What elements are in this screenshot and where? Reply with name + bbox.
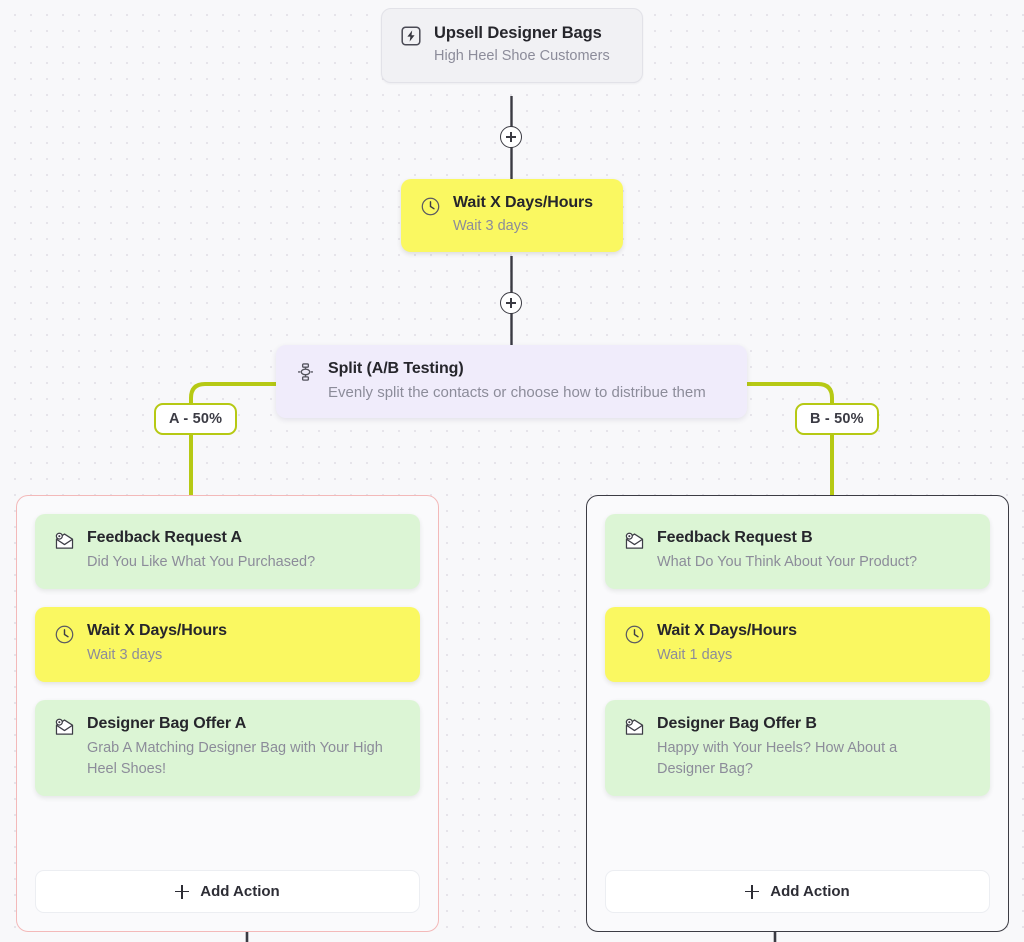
split-subtitle: Evenly split the contacts or choose how … [328, 384, 706, 401]
step-title: Designer Bag Offer B [657, 715, 817, 732]
clock-icon [419, 195, 441, 217]
step-title: Wait X Days/Hours [657, 622, 797, 639]
step-subtitle: What Do You Think About Your Product? [657, 554, 918, 570]
trigger-title: Upsell Designer Bags [434, 24, 602, 42]
lightning-bolt-icon [400, 25, 422, 47]
email-open-icon [53, 716, 75, 738]
add-action-label: Add Action [770, 883, 850, 900]
step-title: Wait X Days/Hours [87, 622, 227, 639]
step-card-email[interactable]: Designer Bag Offer B Happy with Your Hee… [605, 700, 990, 796]
email-open-icon [53, 530, 75, 552]
step-subtitle: Grab A Matching Designer Bag with Your H… [87, 740, 383, 777]
add-step-plus-button-2[interactable] [500, 292, 522, 314]
add-action-button-branch-a[interactable]: Add Action [35, 870, 420, 913]
add-action-label: Add Action [200, 883, 280, 900]
step-card-wait[interactable]: Wait X Days/Hours Wait 3 days [35, 607, 420, 682]
step-card-email[interactable]: Feedback Request B What Do You Think Abo… [605, 514, 990, 589]
email-open-icon [623, 716, 645, 738]
plus-icon [745, 884, 760, 899]
split-ab-icon [294, 361, 316, 383]
plus-icon [175, 884, 190, 899]
split-title: Split (A/B Testing) [328, 360, 464, 377]
wait-top-title: Wait X Days/Hours [453, 194, 593, 211]
email-open-icon [623, 530, 645, 552]
trigger-node[interactable]: Upsell Designer Bags High Heel Shoe Cust… [381, 8, 643, 83]
branch-b-container[interactable]: Feedback Request B What Do You Think Abo… [586, 495, 1009, 932]
step-subtitle: Happy with Your Heels? How About a Desig… [657, 740, 898, 777]
step-title: Feedback Request B [657, 529, 813, 546]
wire-split-to-branch-b [745, 382, 834, 497]
branch-a-percentage-pill[interactable]: A - 50% [154, 403, 238, 435]
split-ab-node[interactable]: Split (A/B Testing) Evenly split the con… [276, 345, 747, 418]
add-action-button-branch-b[interactable]: Add Action [605, 870, 990, 913]
step-subtitle: Wait 3 days [87, 647, 163, 663]
wait-top-subtitle: Wait 3 days [453, 218, 529, 234]
wire-split-to-branch-a [189, 382, 278, 497]
step-subtitle: Wait 1 days [657, 647, 733, 663]
clock-icon [53, 623, 75, 645]
clock-icon [623, 623, 645, 645]
step-title: Designer Bag Offer A [87, 715, 247, 732]
trigger-subtitle: High Heel Shoe Customers [434, 48, 610, 64]
branch-a-container[interactable]: Feedback Request A Did You Like What You… [16, 495, 439, 932]
step-card-wait[interactable]: Wait X Days/Hours Wait 1 days [605, 607, 990, 682]
wait-node-top[interactable]: Wait X Days/Hours Wait 3 days [401, 179, 623, 252]
step-card-email[interactable]: Designer Bag Offer A Grab A Matching Des… [35, 700, 420, 796]
step-subtitle: Did You Like What You Purchased? [87, 554, 316, 570]
add-step-plus-button-1[interactable] [500, 126, 522, 148]
step-card-email[interactable]: Feedback Request A Did You Like What You… [35, 514, 420, 589]
step-title: Feedback Request A [87, 529, 242, 546]
branch-b-percentage-pill[interactable]: B - 50% [795, 403, 879, 435]
